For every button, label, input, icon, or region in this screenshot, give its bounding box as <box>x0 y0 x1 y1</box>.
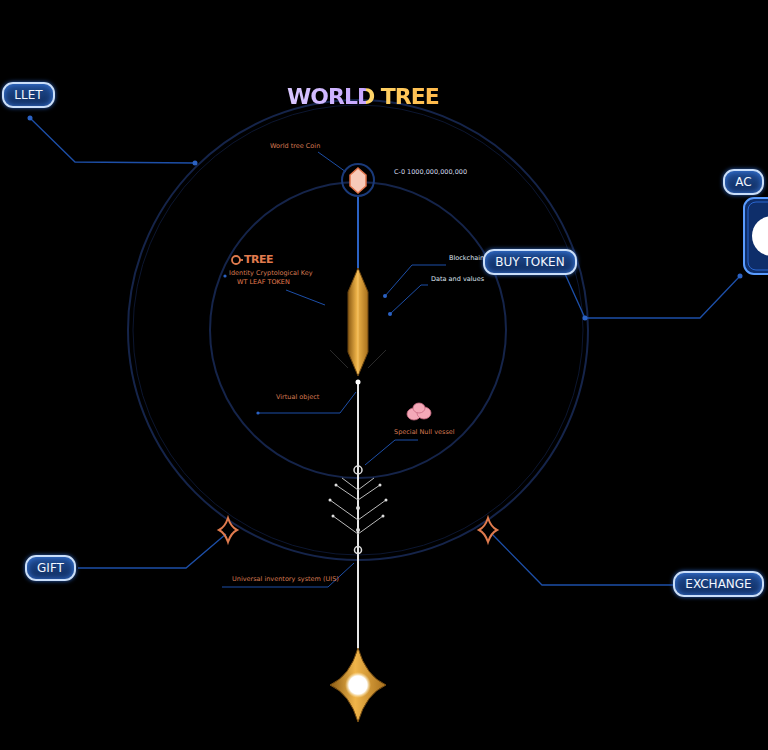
button-label: GIFT <box>27 557 74 579</box>
coin-label: World tree Coin <box>270 143 320 151</box>
menu-button: EXCHANGE <box>673 571 764 597</box>
uis-label: Universal inventory system (UIS) <box>232 576 339 584</box>
key-icon <box>232 256 243 264</box>
menu-button: BUY TOKEN <box>483 249 577 275</box>
logo-title: WORLD TREE <box>287 84 439 109</box>
data-label: Data and values <box>431 276 484 284</box>
menu-button: GIFT <box>25 555 76 581</box>
token-label: WT LEAF TOKEN <box>237 279 290 287</box>
menu-button: AC <box>723 169 764 195</box>
button-label: AC <box>725 171 762 193</box>
otree-logo: TREE <box>244 253 273 266</box>
button-label: BUY TOKEN <box>485 251 575 273</box>
menu-button: LLET <box>2 82 55 108</box>
button-label: EXCHANGE <box>675 573 762 595</box>
supply-number: C-0 1000,000,000,000 <box>394 169 467 177</box>
vessel-label: Special Null vessel <box>394 429 455 437</box>
blockchain-label: Blockchain <box>449 255 484 263</box>
virtual-object-label: Virtual object <box>276 394 319 402</box>
button-label: LLET <box>4 84 53 106</box>
key-label: Identity Cryptological Key <box>229 270 313 278</box>
